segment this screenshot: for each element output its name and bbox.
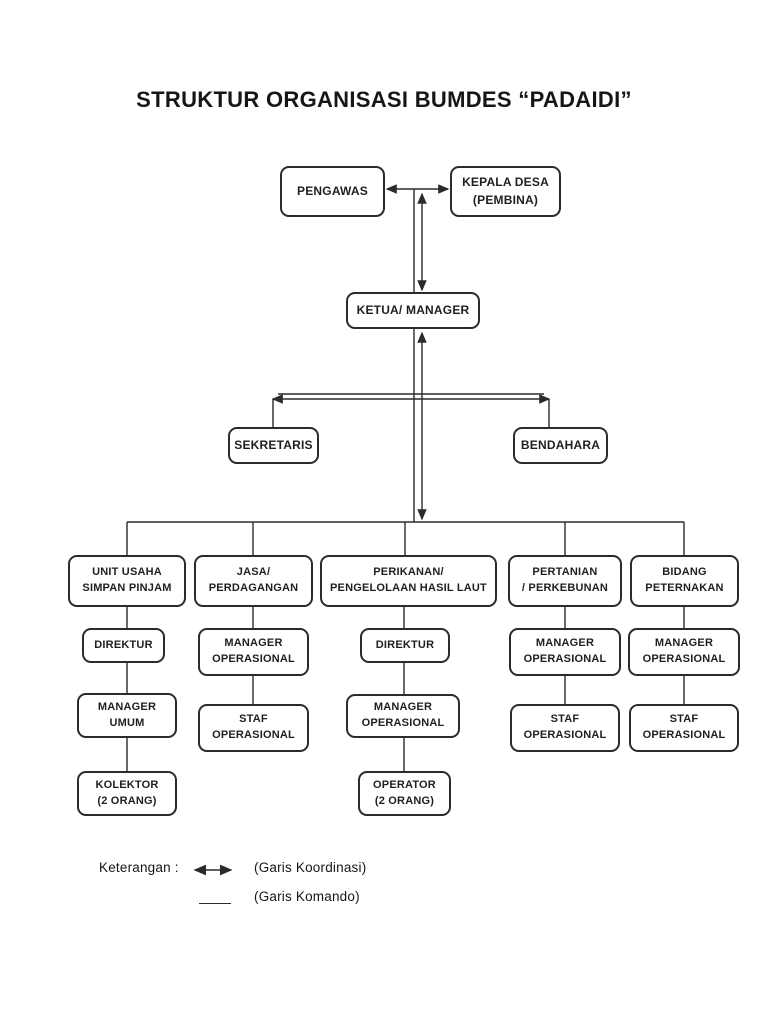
node-ketua-manager: KETUA/ MANAGER (346, 292, 480, 329)
komando-line-icon (199, 903, 231, 904)
koordinasi-sekretaris-bendahara (271, 393, 551, 427)
node-manager-operasional-peternakan: MANAGER OPERASIONAL (628, 628, 740, 676)
node-staf-operasional-jasa: STAF OPERASIONAL (198, 704, 309, 752)
node-jasa-perdagangan: JASA/ PERDAGANGAN (194, 555, 313, 607)
diagram-title: STRUKTUR ORGANISASI BUMDES “PADAIDI” (136, 87, 632, 112)
node-manager-operasional-jasa: MANAGER OPERASIONAL (198, 628, 309, 676)
node-unit-usaha-simpan-pinjam: UNIT USAHA SIMPAN PINJAM (68, 555, 186, 607)
node-direktur-simpan-pinjam: DIREKTUR (82, 628, 165, 663)
node-pertanian-perkebunan: PERTANIAN / PERKEBUNAN (508, 555, 622, 607)
node-staf-operasional-peternakan: STAF OPERASIONAL (629, 704, 739, 752)
node-direktur-perikanan: DIREKTUR (360, 628, 450, 663)
legend-koordinasi-label: (Garis Koordinasi) (254, 860, 367, 875)
legend-label: Keterangan : (99, 860, 179, 875)
node-kepala-desa-pembina: KEPALA DESA (PEMBINA) (450, 166, 561, 217)
node-manager-operasional-pertanian: MANAGER OPERASIONAL (509, 628, 621, 676)
node-staf-operasional-pertanian: STAF OPERASIONAL (510, 704, 620, 752)
double-arrow-icon (193, 864, 233, 876)
node-sekretaris: SEKRETARIS (228, 427, 319, 464)
node-manager-umum: MANAGER UMUM (77, 693, 177, 738)
node-kolektor: KOLEKTOR (2 ORANG) (77, 771, 177, 816)
node-bidang-peternakan: BIDANG PETERNAKAN (630, 555, 739, 607)
legend-komando-label: (Garis Komando) (254, 889, 360, 904)
node-perikanan-hasil-laut: PERIKANAN/ PENGELOLAAN HASIL LAUT (320, 555, 497, 607)
node-pengawas: PENGAWAS (280, 166, 385, 217)
node-operator: OPERATOR (2 ORANG) (358, 771, 451, 816)
node-manager-operasional-perikanan: MANAGER OPERASIONAL (346, 694, 460, 738)
komando-division-bus (126, 521, 685, 555)
node-bendahara: BENDAHARA (513, 427, 608, 464)
